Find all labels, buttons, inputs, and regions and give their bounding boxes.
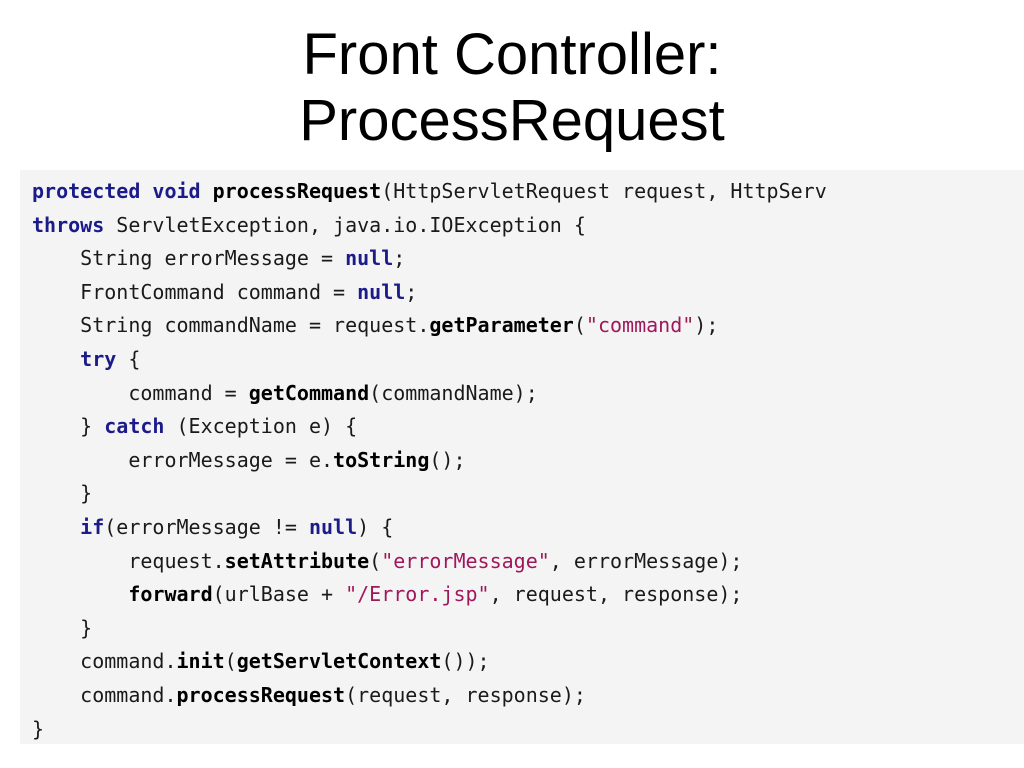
- code-method: processRequest: [212, 179, 382, 203]
- code-line: errorMessage = e.toString();: [32, 444, 465, 477]
- code-text: [140, 179, 152, 203]
- code-text: (HttpServletRequest request, HttpServ: [381, 179, 827, 203]
- code-method: getCommand: [248, 380, 370, 405]
- code-text: String errorMessage =: [32, 246, 346, 271]
- code-text: (: [369, 548, 382, 573]
- code-string: "errorMessage": [381, 548, 550, 573]
- code-line: String errorMessage = null;: [32, 242, 405, 275]
- code-line: try {: [32, 343, 140, 376]
- code-text: );: [694, 313, 719, 338]
- title-line-2: ProcessRequest: [299, 88, 725, 153]
- code-text: command =: [32, 380, 249, 405]
- code-text: ;: [393, 246, 406, 271]
- code-keyword: throws: [32, 212, 105, 237]
- code-text: errorMessage = e.: [32, 447, 334, 472]
- code-line: forward(urlBase + "/Error.jsp", request,…: [32, 578, 742, 611]
- code-text: [32, 582, 128, 606]
- code-line: String commandName = request.getParamete…: [32, 309, 718, 342]
- code-line: }: [32, 713, 44, 744]
- code-method: processRequest: [176, 683, 346, 707]
- code-keyword: catch: [104, 414, 165, 439]
- code-string: "command": [585, 313, 695, 338]
- code-method: getServletContext: [236, 649, 442, 674]
- code-method: forward: [128, 582, 213, 607]
- title-line-1: Front Controller:: [302, 22, 722, 87]
- code-text: ) {: [357, 515, 394, 539]
- code-text: request.: [32, 548, 225, 573]
- code-text: }: [32, 481, 93, 506]
- code-text: {: [116, 347, 141, 371]
- code-text: (Exception e) {: [164, 414, 358, 439]
- code-line: if(errorMessage != null) {: [32, 511, 393, 544]
- code-text: ServletException, java.io.IOException {: [104, 212, 586, 237]
- code-keyword: null: [345, 246, 394, 271]
- code-text: [201, 179, 213, 203]
- code-method: toString: [333, 447, 430, 472]
- code-line: throws ServletException, java.io.IOExcep…: [32, 209, 586, 242]
- code-line: command.init(getServletContext());: [32, 645, 490, 678]
- code-text: [32, 515, 80, 539]
- code-line: }: [32, 612, 92, 645]
- code-text: }: [32, 615, 93, 640]
- code-line: protected void processRequest(HttpServle…: [32, 175, 827, 208]
- code-line: FrontCommand command = null;: [32, 276, 417, 309]
- code-keyword: null: [308, 515, 358, 539]
- code-line: request.setAttribute("errorMessage", err…: [32, 545, 742, 578]
- code-text: [32, 347, 80, 371]
- code-text: FrontCommand command =: [32, 279, 358, 304]
- code-method: getParameter: [429, 313, 574, 338]
- code-text: ();: [429, 447, 466, 472]
- code-line: command.processRequest(request, response…: [32, 679, 586, 712]
- code-text: ;: [405, 279, 418, 304]
- code-text: (request, response);: [345, 683, 586, 707]
- code-text: (errorMessage !=: [104, 515, 309, 539]
- code-text: }: [32, 716, 45, 741]
- code-text: }: [32, 414, 105, 439]
- slide-title: Front Controller: ProcessRequest: [0, 22, 1024, 154]
- code-keyword: void: [152, 179, 201, 203]
- code-text: String commandName = request.: [32, 313, 430, 338]
- code-text: , errorMessage);: [549, 548, 743, 573]
- code-text: command.: [32, 649, 177, 674]
- code-keyword: protected: [32, 179, 141, 203]
- code-text: (: [224, 649, 237, 674]
- code-text: command.: [32, 683, 177, 707]
- code-keyword: try: [80, 347, 117, 371]
- code-text: (urlBase +: [212, 582, 346, 607]
- code-line: }: [32, 477, 92, 510]
- code-keyword: null: [357, 279, 406, 304]
- code-line: } catch (Exception e) {: [32, 410, 357, 443]
- code-method: init: [176, 649, 225, 674]
- code-method: setAttribute: [224, 548, 370, 573]
- code-line: command = getCommand(commandName);: [32, 377, 538, 410]
- code-text: (: [573, 313, 586, 338]
- code-keyword: if: [80, 515, 105, 539]
- code-block: protected void processRequest(HttpServle…: [20, 170, 1024, 744]
- code-text: ());: [441, 649, 490, 674]
- code-text: (commandName);: [369, 380, 538, 405]
- code-text: , request, response);: [489, 582, 743, 607]
- code-string: "/Error.jsp": [345, 582, 490, 607]
